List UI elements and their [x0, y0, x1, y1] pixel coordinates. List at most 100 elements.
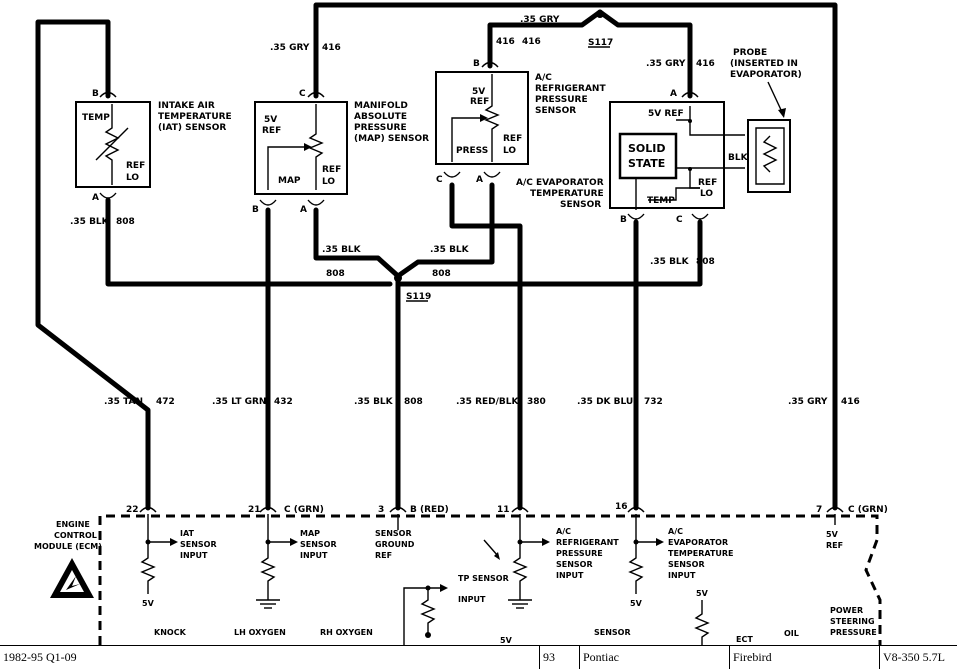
acrp-inner-press: PRESS: [456, 146, 488, 156]
map-inner-5v: 5V: [264, 115, 277, 125]
splice-s117-dot: [596, 10, 604, 18]
ecm-5v-bottom: 5V: [500, 636, 513, 645]
wire-blk-808-acrp: [395, 182, 495, 279]
label-gry-map-num: 416: [322, 43, 341, 53]
wire-redblk-380: [449, 182, 523, 511]
label-tan: .35 TAN: [104, 397, 143, 407]
map-title-1: MANIFOLD: [354, 101, 408, 111]
map-sensor: C B A 5V REF MAP REF LO MANIFOLD ABSOLUT…: [252, 89, 429, 215]
label-blk-acrp: .35 BLK: [430, 245, 470, 255]
splice-s117-label: S117: [588, 38, 613, 48]
acevap-title-3: SENSOR: [560, 200, 601, 210]
ecm-pin-7-conn: C (GRN): [848, 505, 888, 515]
acrp-inner-lo: LO: [503, 146, 516, 156]
ecm-5v-iat: 5V: [142, 599, 155, 608]
ecm-5vref-2: REF: [826, 541, 843, 550]
status-footer: 1982-95 Q1-09 93 Pontiac Firebird V8-350…: [0, 645, 957, 669]
acevap-inner-5vref: 5V REF: [648, 109, 684, 119]
ecm-ps-3: PRESSURE: [830, 628, 877, 637]
acevap-title-1: A/C EVAPORATOR: [516, 178, 604, 188]
ecm-ect: ECT: [736, 635, 753, 644]
map-title-4: (MAP) SENSOR: [354, 134, 429, 144]
map-title-2: ABSOLUTE: [354, 112, 407, 122]
iat-title-2: TEMPERATURE: [158, 112, 232, 122]
label-blk-map: .35 BLK: [322, 245, 362, 255]
ecm-lhox: LH OXYGEN: [234, 628, 286, 637]
label-blk-iat: .35 BLK: [70, 217, 110, 227]
label-tan-num: 472: [156, 397, 175, 407]
ecm-iat-1: IAT: [180, 529, 195, 538]
label-gry-top-num: 416: [522, 37, 541, 47]
ecm-iat-2: SENSOR: [180, 540, 217, 549]
ecm-iat-3: INPUT: [180, 551, 208, 560]
iat-title-1: INTAKE AIR: [158, 101, 215, 111]
ecm-acev-2: EVAPORATOR: [668, 538, 728, 547]
acrp-pin-a: A: [476, 175, 483, 185]
ecm-5vref-1: 5V: [826, 530, 839, 539]
ecm-label-1: ENGINE: [56, 520, 90, 529]
probe-title-1: PROBE: [733, 48, 767, 58]
ecm-ps-2: STEERING: [830, 617, 875, 626]
label-dkblu-num: 732: [644, 397, 663, 407]
ecm-acev-5: INPUT: [668, 571, 696, 580]
map-inner-lo: LO: [322, 177, 335, 187]
label-blk-acrp-num: 808: [432, 269, 451, 279]
ecm-acrp-3: PRESSURE: [556, 549, 603, 558]
ecm-ps-1: POWER: [830, 606, 863, 615]
solid-state-1: SOLID: [628, 142, 666, 155]
acrp-pin-b: B: [473, 59, 480, 69]
ecm-internal-circuits: [140, 514, 836, 645]
ecm-module: ENGINE CONTROL MODULE (ECM) 22 21 C (GRN…: [34, 502, 888, 645]
ecm-boundary: [98, 514, 882, 645]
label-dkblu: .35 DK BLU: [577, 397, 633, 407]
ecm-pin-16: 16: [615, 502, 628, 512]
iat-pin-a: A: [92, 193, 99, 203]
acrp-inner-ref2: REF: [503, 134, 522, 144]
ecm-acrp-2: REFRIGERANT: [556, 538, 619, 547]
ecm-gnd-1: SENSOR: [375, 529, 412, 538]
label-blk-gnd-num: 808: [404, 397, 423, 407]
map-pin-b: B: [252, 205, 259, 215]
splice-s119-dot: [394, 274, 402, 282]
label-ltgrn-num: 432: [274, 397, 293, 407]
ac-refrigerant-pressure-sensor: B C A 5V REF PRESS REF LO A/C REFRIGERAN…: [435, 59, 606, 185]
label-gry-evap: .35 GRY: [646, 59, 686, 69]
label-gry-map: .35 GRY: [270, 43, 310, 53]
iat-inner-lo: LO: [126, 173, 139, 183]
label-blk-map-num: 808: [326, 269, 345, 279]
ac-evaporator-temperature-sensor: A B C 5V REF SOLID STATE BLK REF LO TEMP…: [516, 89, 749, 225]
map-pin-a: A: [300, 205, 307, 215]
wiring-diagram: S117 S119 B A TEMP REF LO INTAKE AIR TEM…: [34, 2, 888, 645]
ecm-map-2: SENSOR: [300, 540, 337, 549]
map-inner-ref2: REF: [322, 165, 341, 175]
acrp-title-3: PRESSURE: [535, 95, 588, 105]
wire-tan-472: [35, 19, 151, 511]
acrp-title-2: REFRIGERANT: [535, 84, 606, 94]
ecm-acrp-5: INPUT: [556, 571, 584, 580]
acrp-pin-c: C: [436, 175, 443, 185]
ecm-tp-2: INPUT: [458, 595, 486, 604]
ecm-acrp-4: SENSOR: [556, 560, 593, 569]
acevap-pin-b: B: [620, 215, 627, 225]
esd-warning-icon: [50, 558, 94, 598]
map-pin-c: C: [299, 89, 306, 99]
label-acrp-num: 416: [496, 37, 515, 47]
wire-gry-416-s117-right: [597, 9, 693, 99]
acevap-inner-ref: REF: [698, 178, 717, 188]
label-blk-evap: .35 BLK: [650, 257, 690, 267]
acrp-inner-ref: REF: [470, 97, 489, 107]
ecm-pin-7: 7: [816, 505, 822, 515]
ecm-pin-11: 11: [497, 505, 510, 515]
ecm-gnd-3: REF: [375, 551, 392, 560]
ecm-pin-21: 21: [248, 505, 261, 515]
iat-pin-b: B: [92, 89, 99, 99]
label-redblk: .35 RED/BLK: [456, 397, 520, 407]
wire-blk-808-map: [313, 207, 401, 279]
footer-year: 93: [540, 646, 580, 669]
ecm-acrp-1: A/C: [556, 527, 571, 536]
footer-model: Firebird: [730, 646, 880, 669]
ecm-pin-3-conn: B (RED): [410, 505, 449, 515]
wire-blk-808-iat: [105, 197, 393, 287]
iat-title-3: (IAT) SENSOR: [158, 123, 226, 133]
ecm-label-3: MODULE (ECM): [34, 542, 102, 551]
